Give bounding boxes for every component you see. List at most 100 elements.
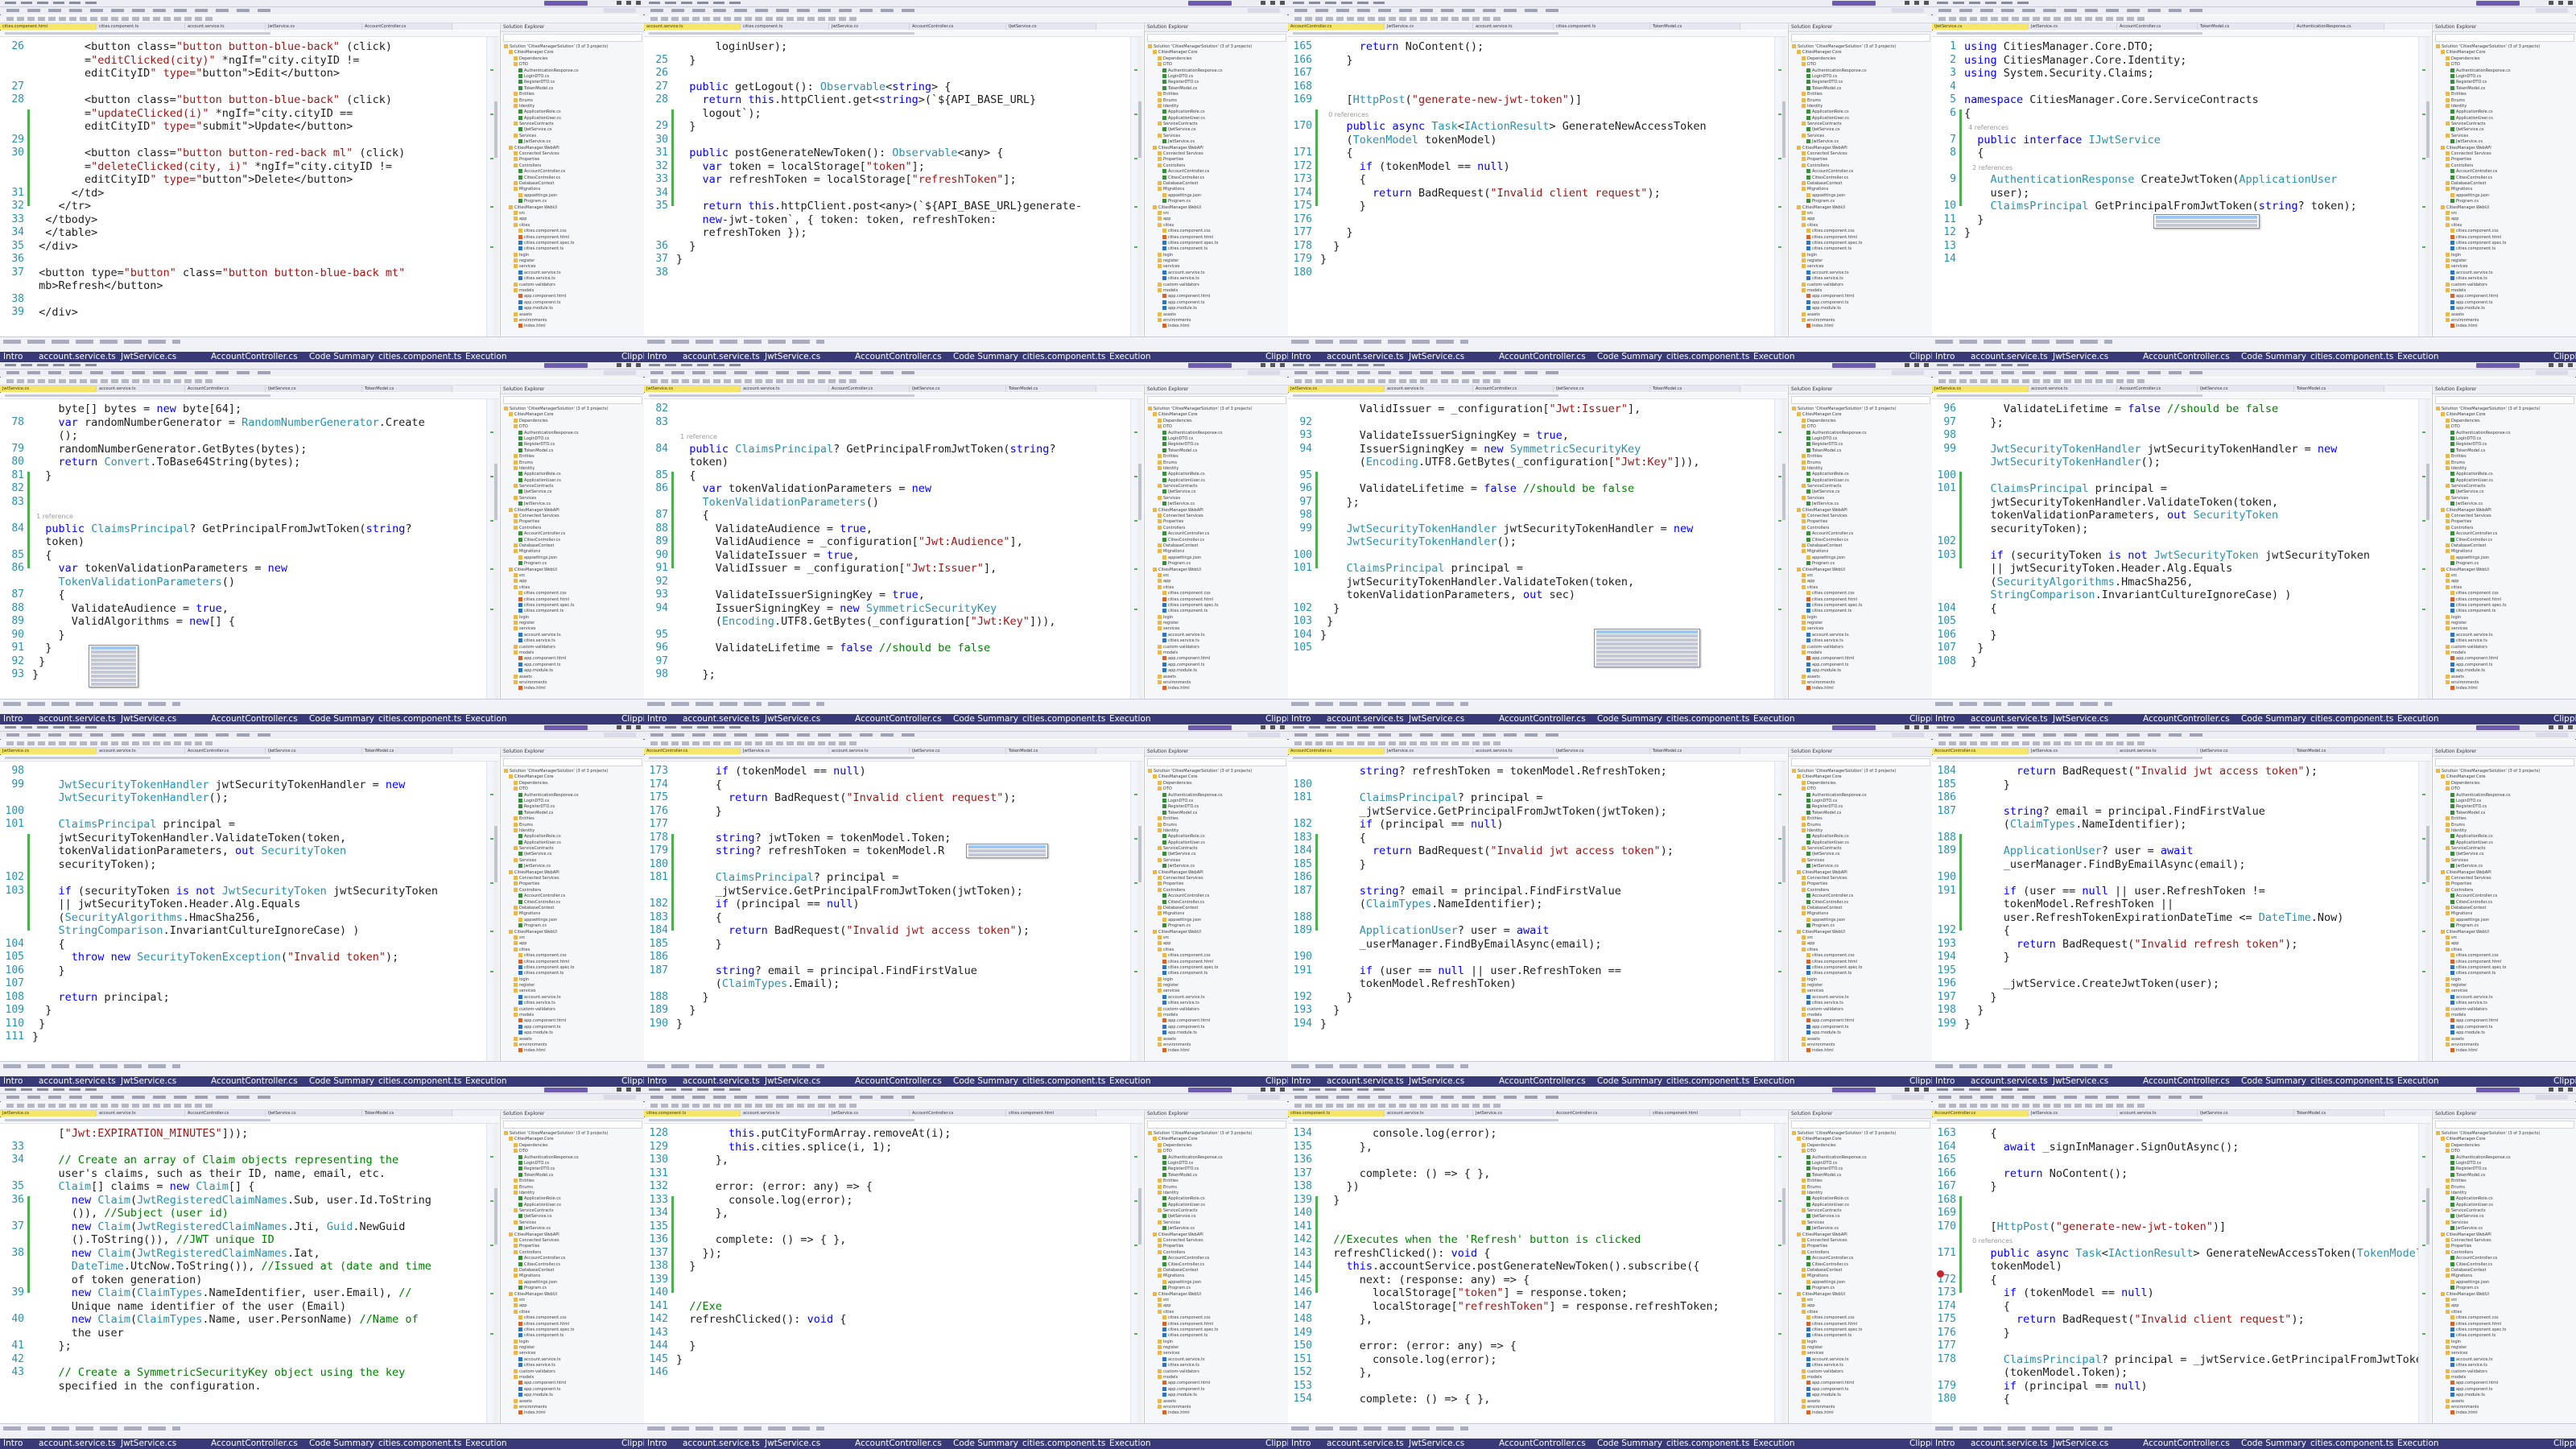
solution-tree-node[interactable]: Connected Services bbox=[1792, 514, 1929, 519]
output-panel-tabs[interactable] bbox=[644, 1061, 1288, 1071]
solution-tree-node[interactable]: LoginDTO.cs bbox=[2436, 73, 2573, 80]
solution-tree-node[interactable]: TokenModel.cs bbox=[1148, 85, 1285, 92]
solution-tree-node[interactable]: index.html bbox=[1792, 686, 1929, 691]
menu-bar[interactable] bbox=[1288, 7, 1932, 14]
solution-tree-node[interactable]: RegisterDTO.cs bbox=[2436, 1166, 2573, 1172]
code-line[interactable] bbox=[1320, 416, 1782, 430]
code-line[interactable]: randomNumberGenerator.GetBytes(bytes); bbox=[32, 442, 308, 456]
solution-tree-node[interactable]: CitiesController.cs bbox=[504, 899, 641, 906]
solution-tree-node[interactable]: login bbox=[1148, 1339, 1285, 1345]
solution-tree-node[interactable]: ApplicationRole.cs bbox=[1148, 472, 1285, 477]
solution-tree-node[interactable]: DTO bbox=[2436, 62, 2573, 68]
code-line[interactable] bbox=[1964, 535, 2426, 549]
solution-tree-node[interactable]: LoginDTO.cs bbox=[2436, 436, 2573, 442]
document-tab[interactable]: AccountController.cs bbox=[2117, 386, 2198, 392]
document-tab[interactable]: JwtService.cs bbox=[266, 23, 362, 30]
solution-tree-node[interactable]: Connected Services bbox=[1792, 1238, 1929, 1244]
solution-tree-node[interactable]: IJwtService.cs bbox=[1792, 1214, 1929, 1220]
solution-tree-node[interactable]: services bbox=[2436, 989, 2573, 994]
solution-tree-node[interactable]: CitiesManager.Core bbox=[1792, 50, 1929, 56]
code-line[interactable] bbox=[1964, 871, 2426, 885]
solution-tree-node[interactable]: ApplicationRole.cs bbox=[1148, 1196, 1285, 1202]
solution-tree-node[interactable]: CitiesController.cs bbox=[1792, 899, 1929, 906]
solution-tree-node[interactable]: services bbox=[1792, 264, 1929, 270]
document-tab[interactable]: JwtService.cs bbox=[1473, 1110, 1554, 1117]
solution-tree-node[interactable]: CitiesController.cs bbox=[1792, 1261, 1929, 1268]
window-controls[interactable] bbox=[617, 363, 641, 367]
code-line[interactable]: editCityID" type="button">Delete</button… bbox=[32, 173, 353, 186]
solution-tree-node[interactable]: models bbox=[504, 1375, 641, 1381]
solution-tree-node[interactable]: assets bbox=[1148, 312, 1285, 318]
code-line[interactable] bbox=[1964, 832, 2426, 845]
solution-tree-node[interactable]: CitiesManager.WebAPI bbox=[1792, 507, 1929, 514]
solution-tree-node[interactable]: Migrations bbox=[2436, 1274, 2573, 1279]
solution-tree-node[interactable]: DatabaseContext bbox=[1148, 180, 1285, 187]
solution-tree-node[interactable]: Solution 'CitiesManagerSolution' (3 of 3… bbox=[1148, 1131, 1285, 1137]
solution-tree-node[interactable]: account.service.ts bbox=[1148, 632, 1285, 638]
output-panel-tabs[interactable] bbox=[1932, 1061, 2576, 1071]
solution-tree-node[interactable]: Migrations bbox=[504, 911, 641, 917]
menu-bar[interactable] bbox=[1932, 7, 2576, 14]
code-line[interactable]: } bbox=[32, 1004, 52, 1017]
document-tab[interactable]: cities.component.html bbox=[1650, 1110, 1740, 1117]
solution-tree-node[interactable]: DatabaseContext bbox=[1148, 1267, 1285, 1274]
code-line[interactable]: ClaimsPrincipal? principal = bbox=[715, 871, 899, 884]
solution-tree-node[interactable]: Program.cs bbox=[1792, 1286, 1929, 1291]
solution-tree-node[interactable]: cities bbox=[2436, 222, 2573, 229]
solution-tree-node[interactable]: Connected Services bbox=[2436, 514, 2573, 519]
code-line[interactable]: public postGenerateNewToken(): Observabl… bbox=[689, 147, 1004, 159]
scroll-thumb[interactable] bbox=[1782, 464, 1785, 520]
solution-tree-node[interactable]: AuthenticationResponse.cs bbox=[1792, 68, 1929, 74]
solution-tree-node[interactable]: Connected Services bbox=[2436, 151, 2573, 157]
code-line[interactable]: } bbox=[32, 628, 65, 642]
solution-tree-node[interactable]: src bbox=[1148, 572, 1285, 579]
document-tab[interactable]: TokenModel.cs bbox=[2198, 23, 2294, 30]
code-line[interactable]: return BadRequest("Invalid jwt access to… bbox=[1373, 844, 1674, 857]
solution-tree-node[interactable]: cities.service.ts bbox=[1792, 1001, 1929, 1006]
vertical-scrollbar[interactable] bbox=[1781, 399, 1786, 699]
solution-tree-node[interactable]: ApplicationRole.cs bbox=[504, 834, 641, 840]
solution-tree-node[interactable]: RegisterDTO.cs bbox=[1148, 1166, 1285, 1172]
code-line[interactable]: if (securityToken is not JwtSecurityToke… bbox=[1990, 548, 2370, 562]
solution-tree-node[interactable]: Program.cs bbox=[2436, 561, 2573, 567]
solution-tree-node[interactable]: DatabaseContext bbox=[1148, 905, 1285, 911]
solution-tree-node[interactable]: Services bbox=[1792, 857, 1929, 864]
code-line[interactable]: public ClaimsPrincipal? GetPrincipalFrom… bbox=[45, 522, 412, 535]
code-line[interactable]: } bbox=[1320, 226, 1353, 239]
solution-search-input[interactable] bbox=[503, 758, 642, 766]
code-line[interactable]: string? email = principal.FindFirstValue bbox=[2003, 804, 2265, 818]
code-line[interactable]: this.cities.splice(i, 1); bbox=[729, 1140, 893, 1154]
menu-bar[interactable] bbox=[644, 7, 1288, 14]
solution-tree-node[interactable]: register bbox=[1792, 258, 1929, 264]
output-panel-tabs[interactable] bbox=[1288, 1423, 1932, 1434]
solution-tree-node[interactable]: Entities bbox=[504, 1179, 641, 1184]
solution-tree-node[interactable]: environments bbox=[1148, 1404, 1285, 1410]
code-line[interactable]: { bbox=[1964, 147, 1984, 159]
solution-tree-node[interactable]: login bbox=[1148, 976, 1285, 983]
code-line[interactable]: } bbox=[1320, 200, 1366, 213]
solution-tree-node[interactable]: appsettings.json bbox=[504, 1279, 641, 1286]
solution-tree-node[interactable]: account.service.ts bbox=[2436, 632, 2573, 638]
solution-tree-node[interactable]: Program.cs bbox=[1792, 923, 1929, 929]
solution-tree-node[interactable]: ApplicationRole.cs bbox=[1148, 834, 1285, 840]
solution-tree-node[interactable]: environments bbox=[504, 1404, 641, 1410]
solution-search-input[interactable] bbox=[503, 396, 642, 404]
document-tab[interactable]: TokenModel.cs bbox=[2294, 386, 2384, 392]
menu-bar[interactable] bbox=[1288, 369, 1932, 377]
code-line[interactable]: } bbox=[676, 937, 722, 951]
code-line[interactable]: ValidateLifetime = false //should be fal… bbox=[676, 642, 991, 654]
vertical-scrollbar[interactable] bbox=[2425, 37, 2430, 336]
solution-tree-node[interactable]: index.html bbox=[1792, 324, 1929, 329]
solution-search-input[interactable] bbox=[2435, 1121, 2574, 1129]
document-tab[interactable]: AccountController.cs bbox=[1288, 748, 1385, 754]
solution-search-input[interactable] bbox=[1147, 396, 1286, 404]
document-tab[interactable]: AccountController.cs bbox=[1932, 748, 2029, 754]
solution-tree-node[interactable]: Identity bbox=[2436, 465, 2573, 472]
solution-tree-node[interactable]: Entities bbox=[504, 816, 641, 822]
document-tab[interactable]: AccountController.cs bbox=[910, 1110, 1006, 1117]
solution-tree-node[interactable]: DTO bbox=[2436, 1149, 2573, 1154]
solution-tree-node[interactable]: CitiesManager.WebUI bbox=[1792, 204, 1929, 211]
solution-tree-node[interactable]: app.module.ts bbox=[504, 1030, 641, 1036]
code-line[interactable]: ="deleteClicked(city, i)" *ngIf="city.ci… bbox=[32, 159, 393, 173]
solution-tree-node[interactable]: Solution 'CitiesManagerSolution' (3 of 3… bbox=[504, 407, 641, 412]
